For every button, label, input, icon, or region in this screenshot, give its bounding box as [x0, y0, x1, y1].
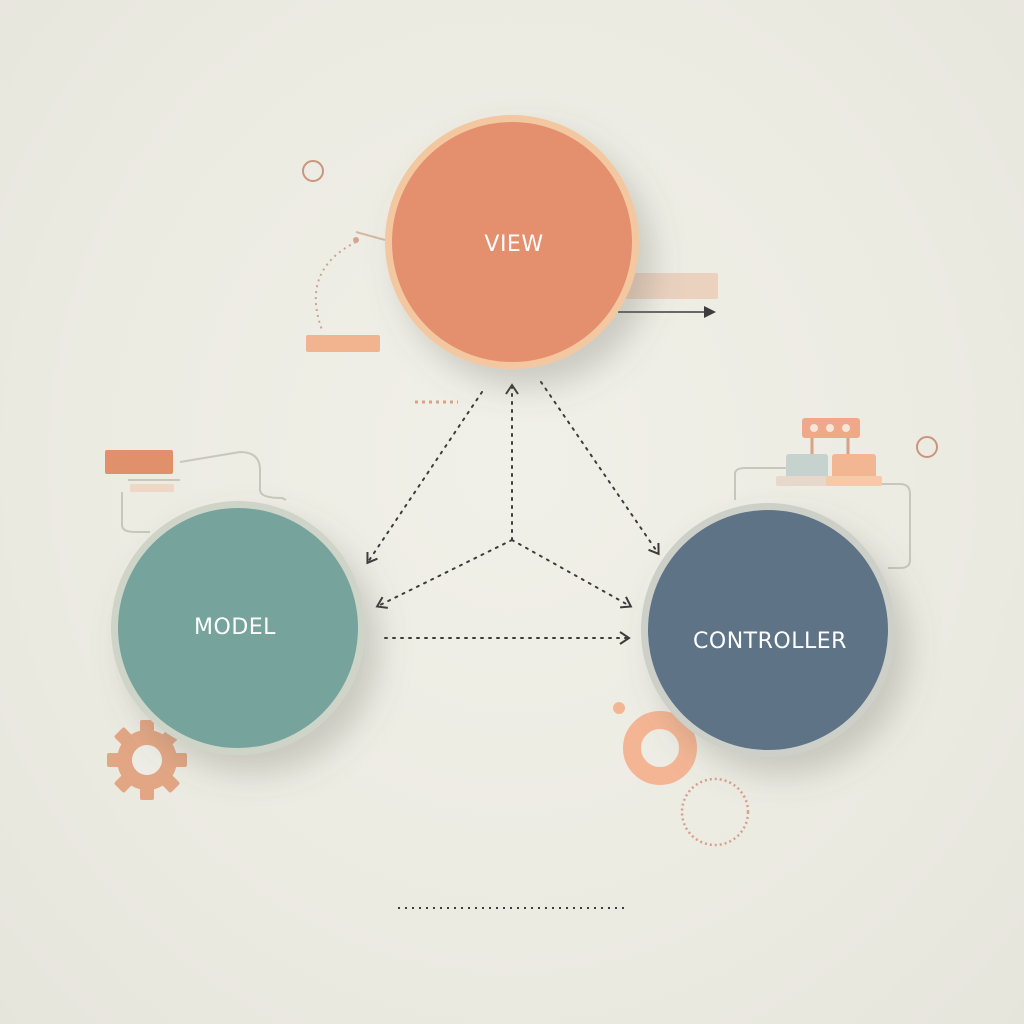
dotted-ring-icon	[680, 777, 750, 847]
pin-line	[355, 231, 386, 241]
ring-icon	[623, 711, 697, 785]
controller-label: CONTROLLER	[693, 629, 847, 654]
arrow-center-to-controller	[511, 539, 633, 609]
arrow-center-to-model	[375, 539, 513, 609]
arrow-view-to-controller	[540, 381, 660, 556]
view-node[interactable]: VIEW	[385, 115, 639, 369]
view-label: VIEW	[484, 232, 543, 257]
dot-icon	[613, 702, 625, 714]
label-bar-right	[622, 273, 718, 299]
controller-node[interactable]: CONTROLLER	[641, 503, 895, 757]
server-icon	[776, 418, 882, 486]
small-bar-left	[130, 484, 174, 492]
bracket-line-icon-2	[121, 479, 180, 533]
dotted-arc-icon	[314, 241, 357, 331]
connector-arrows	[366, 381, 660, 645]
pin-head	[353, 237, 359, 243]
small-ring-icon	[302, 160, 324, 182]
label-bar-left	[306, 335, 380, 352]
model-label: MODEL	[194, 615, 276, 640]
bracket-line-icon	[179, 450, 287, 501]
gear-icon	[107, 720, 187, 800]
arrow-view-to-model	[366, 391, 483, 565]
model-node[interactable]: MODEL	[111, 501, 365, 755]
model-tag-bar	[105, 450, 173, 474]
small-ring-icon-right	[916, 436, 938, 458]
controller-bracket-line	[734, 467, 911, 569]
